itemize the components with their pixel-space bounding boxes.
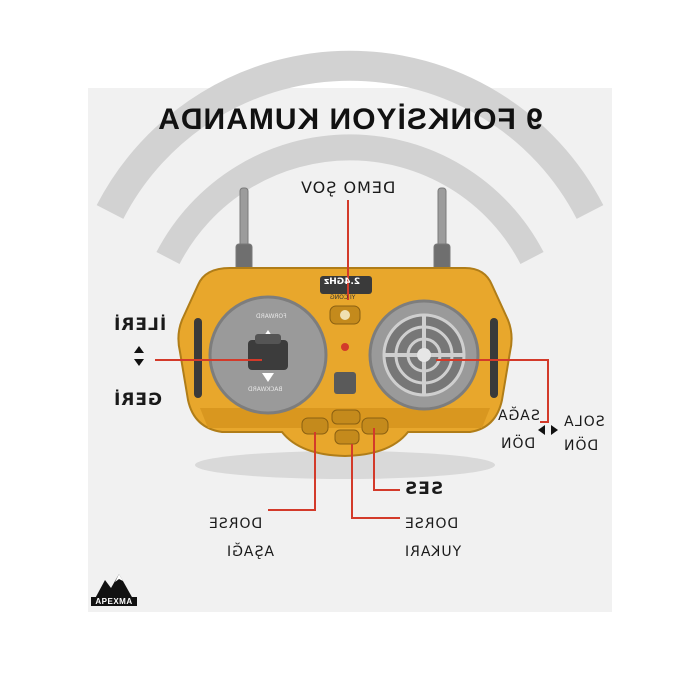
brand-badge: YI CONG xyxy=(330,294,356,301)
left-right-arrow-icon xyxy=(538,425,558,435)
trailer-up-button xyxy=(334,429,360,445)
antenna-left xyxy=(235,187,253,271)
label-sola-1: SOLA xyxy=(563,414,605,430)
trailer-down-button xyxy=(301,417,329,435)
label-ses: SES xyxy=(404,479,444,499)
label-dorse-asagi-2: AŞAĞI xyxy=(226,544,275,560)
frequency-badge: 2.4GHz xyxy=(324,277,361,287)
antenna-right xyxy=(433,187,451,271)
callout-lines xyxy=(155,200,549,519)
label-sola-2: DÖN xyxy=(563,438,599,454)
label-dorse-yukari-2: YUKARI xyxy=(404,544,462,560)
label-saga-2: DÖN xyxy=(500,436,536,452)
throttle-lever xyxy=(248,340,288,370)
backward-text: BACKWARD xyxy=(248,386,283,393)
label-saga-1: SAĞA xyxy=(497,408,540,424)
label-demo: DEMO ŞOV xyxy=(300,178,396,197)
label-geri: GERİ xyxy=(113,390,162,410)
signal-waves-icon xyxy=(96,50,604,264)
logo-text: APEXMA xyxy=(91,597,137,606)
label-dorse-yukari-1: DORSE xyxy=(404,516,459,532)
power-switch xyxy=(334,372,356,394)
label-ileri: İLERİ xyxy=(113,315,167,335)
up-down-arrow-icon xyxy=(134,346,144,366)
page-title: 9 FONKSİYON KUMANDA xyxy=(157,103,543,136)
label-dorse-asagi-1: DORSE xyxy=(208,516,263,532)
forward-text: FORWARD xyxy=(256,313,287,320)
